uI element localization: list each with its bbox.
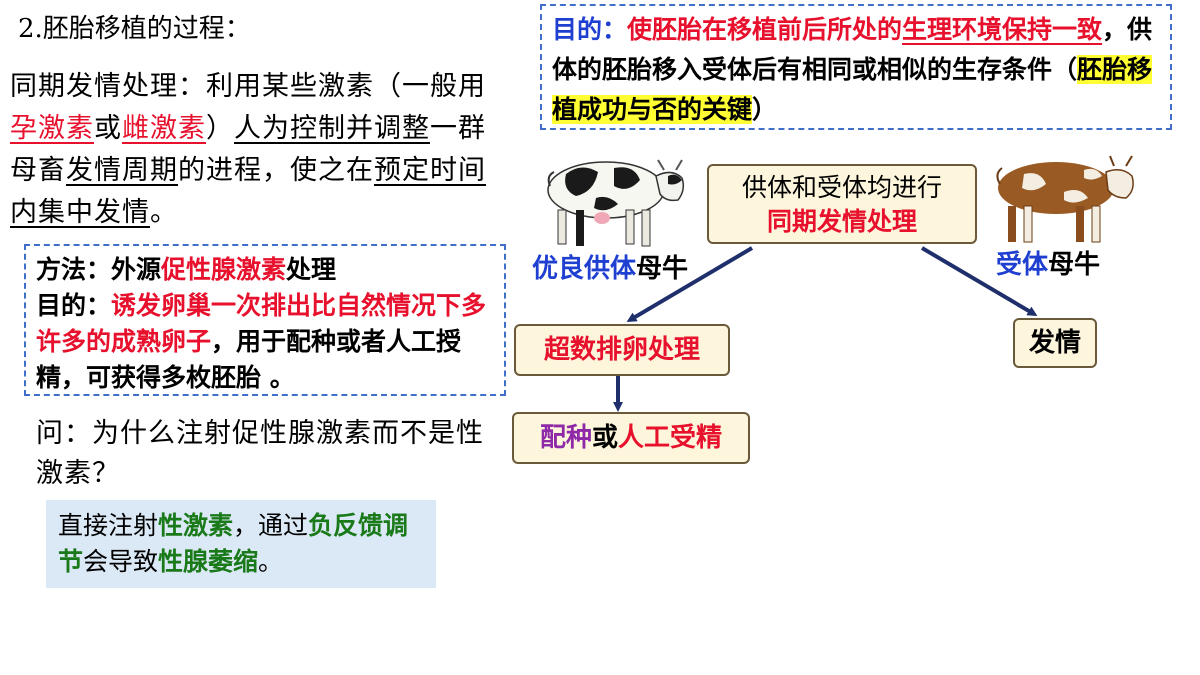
intro-text: 一群母畜 [10, 113, 486, 186]
answer-text: 直接注射 [58, 511, 159, 540]
mating-label: 配种 [539, 423, 592, 453]
purpose-box: 目的：使胚胎在移植前后所处的生理环境保持一致，供体的胚胎移入受体后有相同或相似的… [540, 4, 1172, 130]
superovulation-node: 超数排卵处理 [514, 324, 730, 376]
method-purpose-red: 诱发卵巢一次排出比自然情况下多许多的成熟卵子 [36, 291, 487, 356]
method-text: 处理 [286, 255, 337, 284]
answer-text: 。 [258, 547, 284, 576]
purpose-label: 目的： [552, 15, 628, 44]
intro-text: 的进程，使之在 [178, 155, 374, 186]
estrogen-term: 雌激素 [122, 113, 206, 144]
sex-hormone-term: 性激素 [158, 511, 234, 540]
sync-estrus-node: 供体和受体均进行 同期发情处理 [707, 164, 977, 244]
gonadotropin-term: 促性腺激素 [161, 255, 287, 284]
donor-label-blue: 优良供体 [532, 254, 637, 284]
sync-estrus-description: 同期发情处理：利用某些激素（一般用孕激素或雌激素）人为控制并调整一群母畜发情周期… [10, 66, 505, 234]
negative-feedback-term: 负反馈调节 [58, 511, 409, 576]
gonad-atrophy-term: 性腺萎缩 [158, 547, 259, 576]
answer-box: 直接注射性激素，通过负反馈调节会导致性腺萎缩。 [46, 500, 436, 588]
method-box: 方法：外源促性腺激素处理目的：诱发卵巢一次排出比自然情况下多许多的成熟卵子，用于… [24, 244, 506, 396]
answer-text: ，通过 [233, 511, 309, 540]
purpose-red-text: 使胚胎在移植前后所处的 [627, 15, 903, 44]
holstein-cow-icon [547, 159, 685, 247]
purpose-text: ，供体的胚胎移入受体后有相同或相似的生存条件（ [552, 15, 1153, 84]
brown-cow-icon [996, 155, 1134, 243]
purpose-text: ） [752, 95, 778, 124]
method-text: 外源 [111, 255, 162, 284]
artificial-fertilization-label: 人工受精 [618, 423, 723, 453]
method-purpose-label: 目的： [36, 291, 112, 320]
method-label: 方法： [36, 255, 112, 284]
slide-title: 2.胚胎移植的过程： [18, 14, 251, 44]
mating-node: 配种或人工受精 [512, 412, 750, 464]
mating-or: 或 [591, 423, 618, 453]
recipient-label-blue: 受体 [996, 250, 1049, 280]
answer-text: 会导致 [83, 547, 159, 576]
sync-node-line2: 同期发情处理 [766, 207, 917, 236]
estrous-cycle-term: 发情周期 [66, 155, 178, 186]
progesterone-term: 孕激素 [10, 113, 94, 144]
estrus-node: 发情 [1013, 318, 1097, 368]
purpose-red-underlined: 生理环境保持一致 [902, 15, 1103, 44]
arrow-icon [626, 246, 754, 323]
intro-text: 同期发情处理：利用某些激素（一般用 [10, 71, 486, 102]
method-purpose-rest: ，用于配种或者人工授精，可获得多枚胚胎 。 [36, 327, 462, 392]
intro-underlined: 预定时间内集中发情 [10, 155, 486, 228]
question-text: 问：为什么注射促性腺激素而不是性激素？ [36, 418, 484, 489]
sync-node-line1: 供体和受体均进行 [741, 173, 942, 202]
intro-text: 或 [94, 113, 122, 144]
intro-underlined: 人为控制并调整 [234, 113, 430, 144]
arrow-icon [920, 246, 1038, 317]
recipient-cow-label: 受体母牛 [996, 244, 1100, 281]
donor-cow-label: 优良供体母牛 [532, 248, 688, 285]
intro-text: ） [206, 113, 234, 144]
intro-text: 。 [150, 197, 178, 228]
recipient-label-black: 母牛 [1048, 250, 1101, 280]
donor-label-black: 母牛 [636, 254, 689, 284]
